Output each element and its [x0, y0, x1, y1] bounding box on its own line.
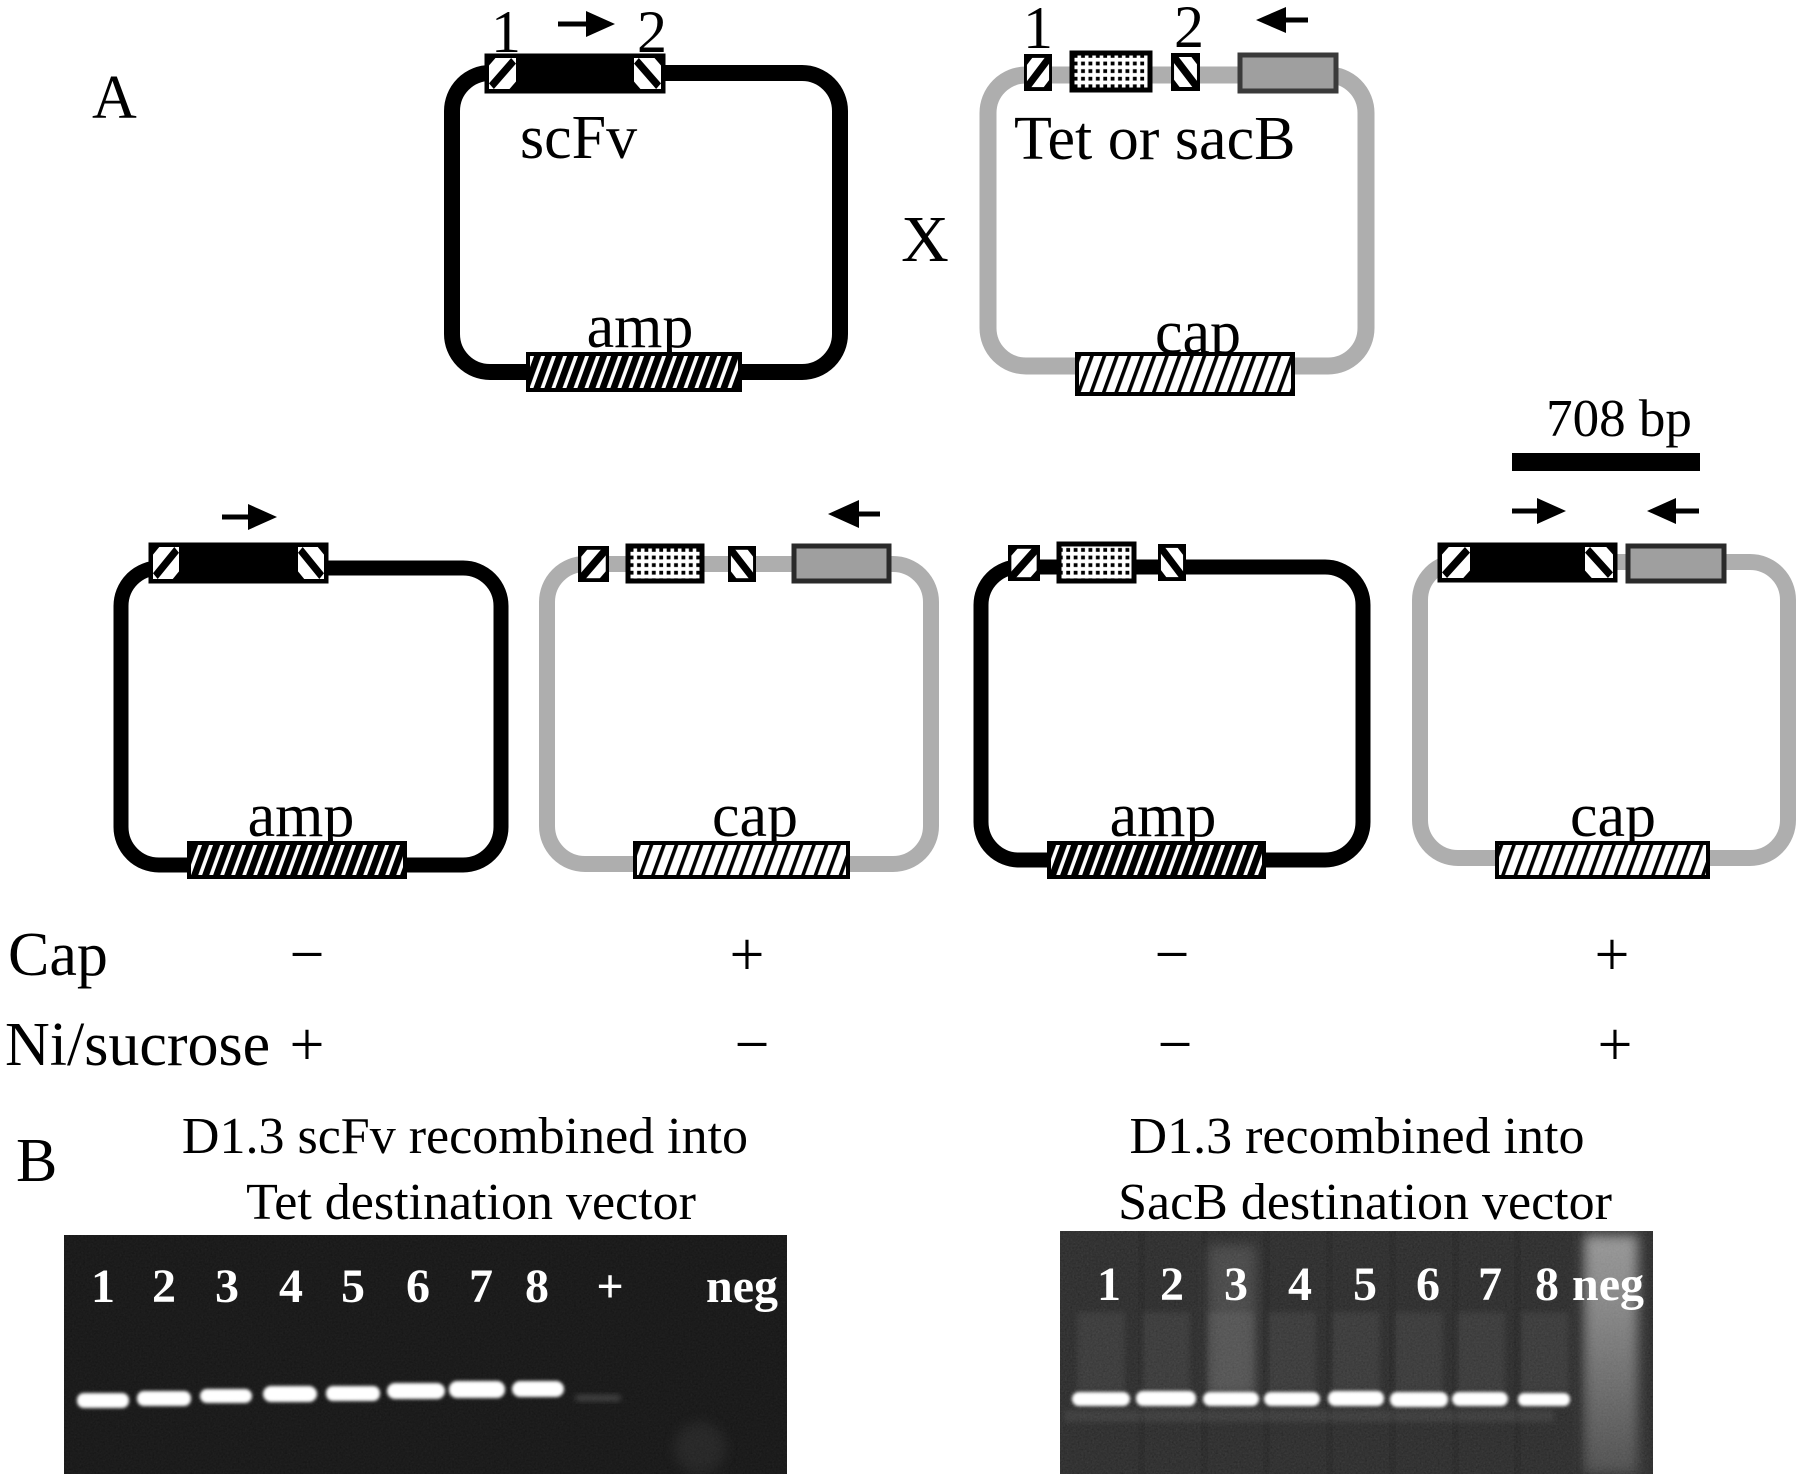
svg-text:+: + [1595, 921, 1630, 989]
svg-text:+: + [1598, 1011, 1633, 1079]
svg-text:2: 2 [1174, 0, 1204, 60]
svg-text:−: − [1155, 921, 1190, 989]
svg-text:+: + [730, 921, 765, 989]
svg-text:A: A [92, 64, 137, 132]
svg-text:−: − [1158, 1011, 1193, 1079]
svg-text:Ni/sucrose: Ni/sucrose [5, 1011, 270, 1079]
svg-text:Cap: Cap [8, 921, 108, 989]
svg-text:amp: amp [1110, 782, 1217, 850]
svg-text:1: 1 [1023, 0, 1053, 61]
svg-text:2: 2 [637, 0, 667, 65]
svg-text:D1.3 scFv recombined into: D1.3 scFv recombined into [182, 1108, 748, 1165]
svg-text:B: B [16, 1127, 57, 1195]
svg-text:X: X [901, 203, 949, 276]
svg-text:amp: amp [587, 293, 694, 361]
svg-text:SacB destination vector: SacB destination vector [1118, 1174, 1612, 1231]
svg-text:cap: cap [1570, 782, 1656, 850]
svg-text:1: 1 [491, 0, 521, 65]
svg-text:−: − [735, 1011, 770, 1079]
svg-text:−: − [290, 921, 325, 989]
svg-text:cap: cap [712, 782, 798, 850]
svg-text:scFv: scFv [520, 104, 637, 172]
svg-text:amp: amp [248, 782, 355, 850]
svg-text:D1.3 recombined into: D1.3 recombined into [1130, 1108, 1585, 1165]
svg-text:708 bp: 708 bp [1546, 390, 1692, 448]
svg-text:Tet or sacB: Tet or sacB [1014, 105, 1295, 173]
svg-text:Tet destination vector: Tet destination vector [246, 1174, 696, 1231]
svg-text:+: + [290, 1011, 325, 1079]
